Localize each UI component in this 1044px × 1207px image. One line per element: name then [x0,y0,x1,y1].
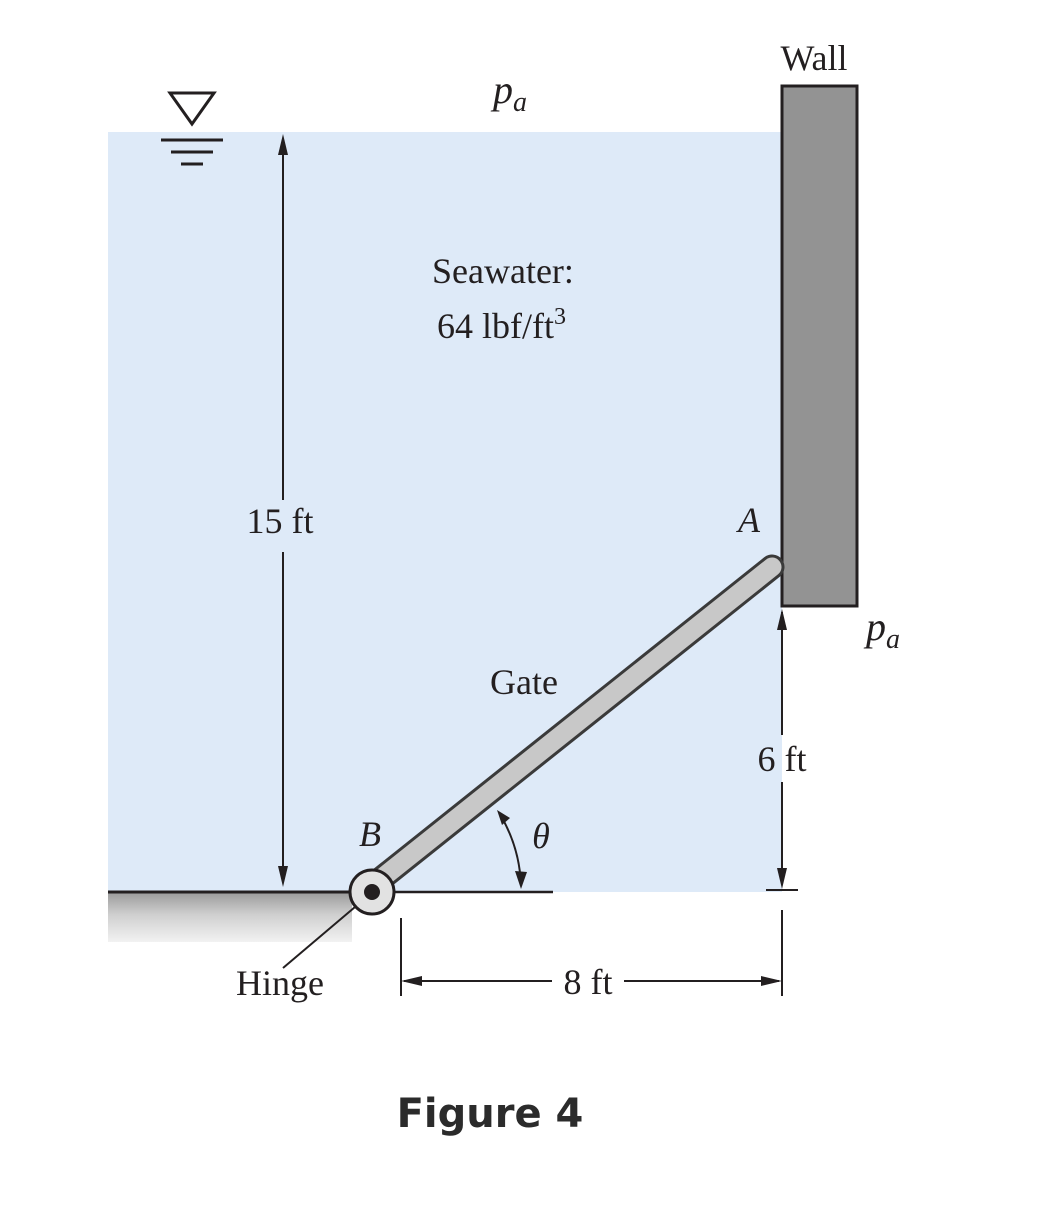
dimension-6ft [766,609,798,891]
atmospheric-pressure-label-top: pa [490,67,527,118]
depth-15ft-label: 15 ft [247,501,314,541]
free-surface-icon [161,91,223,166]
point-b-label: B [359,814,381,854]
ground [108,892,352,942]
angle-theta-label: θ [532,816,550,856]
point-a-label: A [736,500,761,540]
fluid-name-label: Seawater: [432,251,574,291]
gate [359,554,785,899]
dimension-8ft [400,910,783,996]
height-6ft-label: 6 ft [758,739,807,779]
gate-label: Gate [490,662,558,702]
seawater-region [108,132,782,892]
fluid-weight-label: 64 lbf/ft3 [437,304,566,346]
hinge-pointer [282,906,356,969]
dimension-15ft [278,134,288,887]
angle-arc [497,810,527,889]
wall-label: Wall [780,38,847,78]
atmospheric-pressure-label-right: pa [863,604,900,655]
figure-caption: Figure 4 [397,1091,584,1137]
hinge-pin [348,868,396,916]
wall [780,84,859,608]
hinge-label: Hinge [236,963,324,1003]
span-8ft-label: 8 ft [564,962,613,1002]
